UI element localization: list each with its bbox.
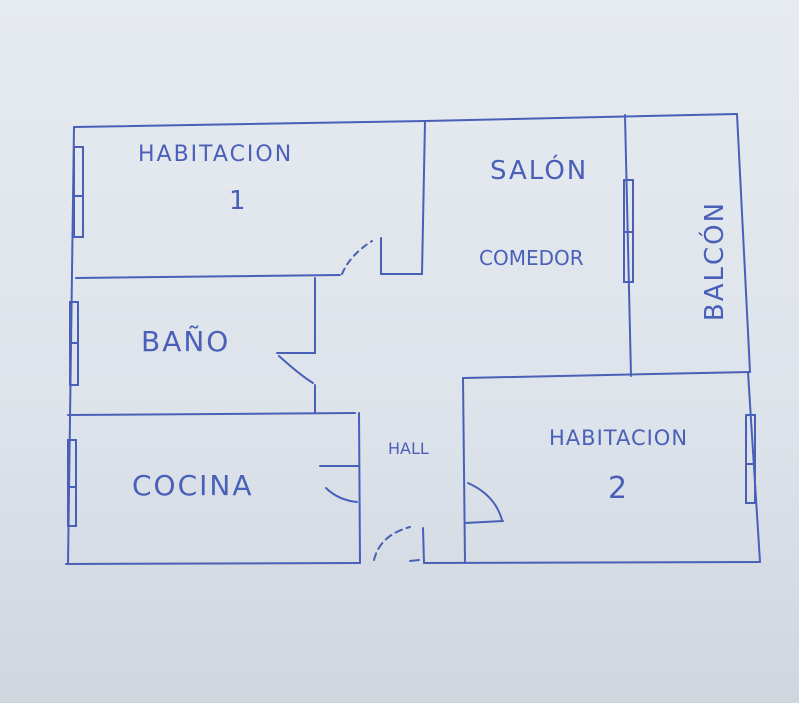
room-label-salon: SALÓN	[490, 156, 589, 186]
room-label-cocina: COCINA	[132, 469, 254, 502]
door-hab1-arc	[341, 240, 373, 275]
room-label-habitacion-1: HABITACION	[138, 142, 294, 167]
wall-hab1-bottom	[75, 274, 341, 279]
door-cocina	[319, 465, 359, 503]
outer-wall-top	[73, 113, 738, 128]
wall-hab2-left	[462, 377, 466, 564]
room-number-habitacion-1: 1	[229, 186, 248, 216]
room-label-balcon: BALCÓN	[700, 200, 731, 322]
room-label-hall: HALL	[388, 439, 429, 458]
window-hab2	[745, 414, 756, 504]
wall-hab2-top	[463, 371, 751, 379]
outer-wall-bottom-right	[424, 561, 761, 564]
wall-cocina-right	[358, 412, 361, 564]
door-entrance-arc	[373, 526, 411, 561]
door-hab2	[464, 482, 504, 524]
wall-entrance-post	[422, 527, 425, 564]
window-hab1	[73, 146, 84, 238]
door-bano-arc	[278, 355, 314, 384]
room-label-habitacion-2: HABITACION	[549, 426, 689, 450]
wall-hab1-right	[380, 120, 426, 275]
wall-bano-bottom	[67, 412, 356, 416]
outer-wall-right-balcony	[736, 113, 751, 373]
wall-entrance-stub	[409, 559, 420, 562]
outer-wall-bottom-left	[65, 562, 361, 565]
wall-salon-balcon	[624, 114, 632, 377]
room-label-comedor: COMEDOR	[479, 246, 584, 270]
wall-bano-right	[276, 277, 316, 354]
window-cocina	[67, 439, 77, 527]
room-label-bano: BAÑO	[141, 325, 231, 358]
room-number-habitacion-2: 2	[608, 471, 630, 506]
